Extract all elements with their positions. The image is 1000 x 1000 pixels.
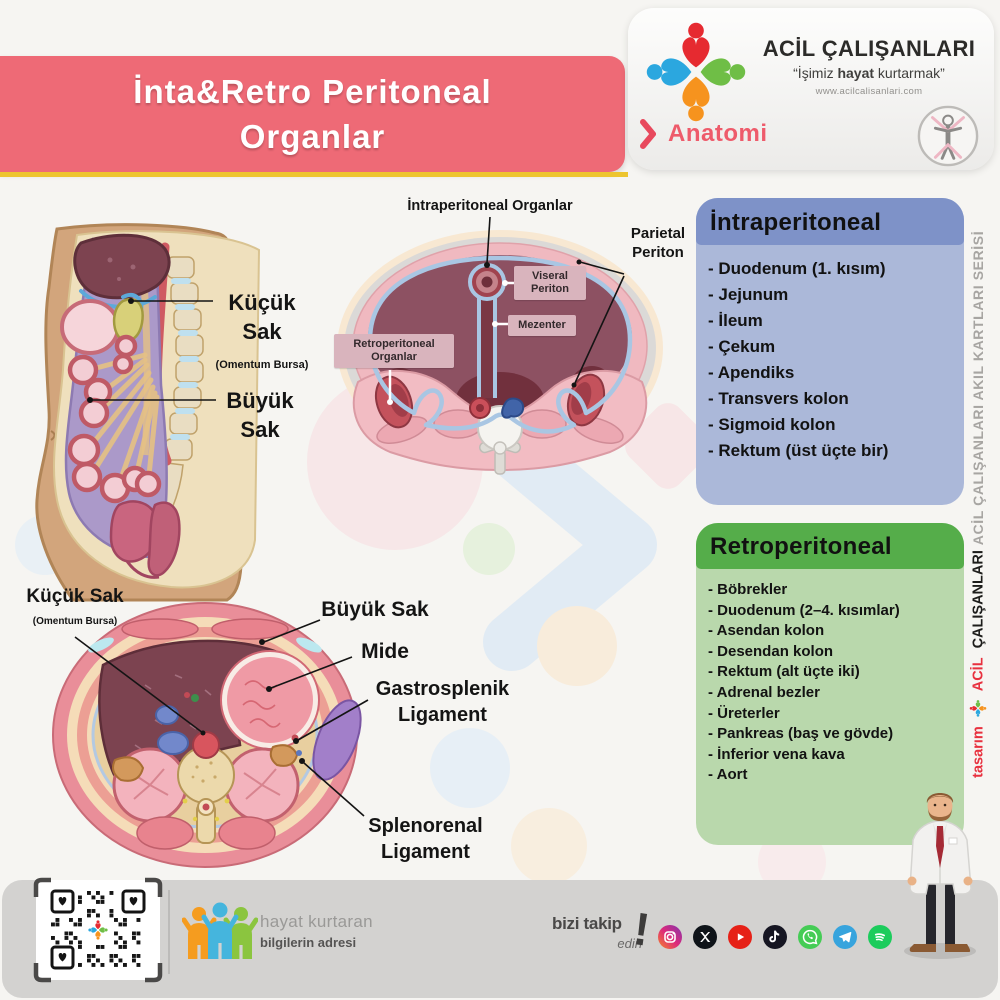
- brand-slogan: “İşimiz hayat kurtarmak”: [793, 65, 945, 81]
- tag-mezenter: Mezenter: [508, 315, 576, 336]
- list-item: - Apendiks: [708, 363, 795, 382]
- brand-card: ACİL ÇALIŞANLARI “İşimiz hayat kurtarmak…: [628, 8, 994, 170]
- sagittal-illustration: [35, 223, 261, 602]
- retroperitoneal-list: - Böbrekler - Duodenum (2–4. kısımlar) - A…: [696, 569, 964, 786]
- anatomy-figure-icon: [917, 105, 979, 167]
- intraperitoneal-box: İntraperitoneal - Duodenum (1. kısım) - J…: [696, 198, 964, 505]
- retroperitoneal-box: Retroperitoneal - Böbrekler - Duodenum (2…: [696, 523, 964, 845]
- spotify-icon[interactable]: [868, 925, 892, 949]
- design-brand-dark: ÇALIŞANLARI: [970, 550, 986, 649]
- footer-tagline: hayat kurtaran bilgilerin adresi: [260, 912, 373, 950]
- list-item: - Rektum (üst üçte bir): [708, 441, 889, 460]
- tagline-title: hayat kurtaran: [260, 912, 373, 931]
- design-vertical-text: tasarım ACİL ÇALIŞANLARI: [969, 550, 987, 778]
- telegram-icon[interactable]: [833, 925, 857, 949]
- label-buyuk-sak-sagittal: Büyük Sak: [226, 388, 294, 442]
- list-item: - Duodenum (2–4. kısımlar): [708, 601, 900, 619]
- intraperitoneal-title: İntraperitoneal: [696, 198, 964, 245]
- series-vertical-text: ACİL ÇALIŞANLARI AKIL KARTLARI SERİSİ: [970, 230, 986, 546]
- list-item: - Üreterler: [708, 704, 780, 722]
- list-item: - Jejunum: [708, 285, 789, 304]
- brand-logo-icon: [646, 22, 746, 122]
- label-intraperitoneal-organlar: İntraperitoneal Organlar: [407, 198, 573, 214]
- label-kucuk-sak-sagittal: Küçük Sak (Omentum Bursa): [215, 290, 309, 371]
- whatsapp-icon[interactable]: [798, 925, 822, 949]
- tag-retroperitoneal-organlar: Retroperitoneal Organlar: [334, 334, 454, 368]
- list-item: - Sigmoid kolon: [708, 415, 836, 434]
- label-gastrosplenik-ligament: Gastrosplenik Ligament: [375, 678, 510, 726]
- list-item: - Aort: [708, 766, 748, 784]
- list-item: - İleum: [708, 311, 763, 330]
- category-row: Anatomi: [640, 118, 768, 150]
- category-label: Anatomi: [668, 120, 768, 147]
- list-item: - Böbrekler: [708, 581, 788, 598]
- banner-underline: [0, 172, 628, 177]
- intraperitoneal-list: - Duodenum (1. kısım) - Jejunum - İleum - Ç…: [696, 245, 964, 464]
- connector-lines: [74, 216, 625, 817]
- label-buyuk-sak-axial: Büyük Sak: [321, 598, 429, 621]
- footer-divider: [168, 890, 170, 974]
- design-word: tasarım: [970, 726, 986, 778]
- list-item: - Pankreas (baş ve gövde): [708, 725, 894, 743]
- qr-code: [33, 877, 163, 983]
- list-item: - Rektum (alt üçte iki): [708, 663, 860, 681]
- tagline-subtitle: bilgilerin adresi: [260, 935, 357, 950]
- mini-logo-icon: [969, 700, 987, 718]
- retroperitoneal-title: Retroperitoneal: [696, 523, 964, 569]
- x-icon[interactable]: [693, 925, 717, 949]
- instagram-icon[interactable]: [658, 925, 682, 949]
- list-item: - Desendan kolon: [708, 642, 834, 660]
- axial-bottom-illustration: [52, 602, 362, 868]
- tag-viseral-periton: Viseral Periton: [514, 266, 586, 300]
- list-item: - Adrenal bezler: [708, 683, 820, 701]
- label-mide: Mide: [361, 640, 409, 663]
- title-banner: İnta&Retro Peritoneal Organlar: [0, 56, 625, 172]
- brand-website: www.acilcalisanlari.com: [815, 86, 923, 97]
- label-splenorenal-ligament: Splenorenal Ligament: [368, 815, 483, 863]
- chevron-right-icon: [640, 119, 656, 149]
- label-parietal-periton: Parietal Periton: [630, 225, 686, 261]
- background-watermark: [15, 374, 826, 896]
- youtube-icon[interactable]: [728, 925, 752, 949]
- people-logo-icon: [182, 902, 258, 959]
- doctor-illustration: [904, 793, 976, 959]
- list-item: - Asendan kolon: [708, 622, 825, 640]
- social-icons: [658, 925, 892, 949]
- list-item: - Çekum: [708, 337, 776, 356]
- brand-name: ACİL ÇALIŞANLARI: [762, 36, 976, 61]
- page-title: İnta&Retro Peritoneal Organlar: [133, 73, 492, 155]
- tiktok-icon[interactable]: [763, 925, 787, 949]
- design-brand-red: ACİL: [970, 657, 986, 692]
- label-kucuk-sak-axial: Küçük Sak (Omentum Bursa): [26, 586, 124, 627]
- list-item: - İnferior vena kava: [708, 745, 845, 763]
- follow-us-text: bizi takip edin: [552, 914, 642, 951]
- list-item: - Transvers kolon: [708, 389, 849, 408]
- list-item: - Duodenum (1. kısım): [708, 259, 886, 278]
